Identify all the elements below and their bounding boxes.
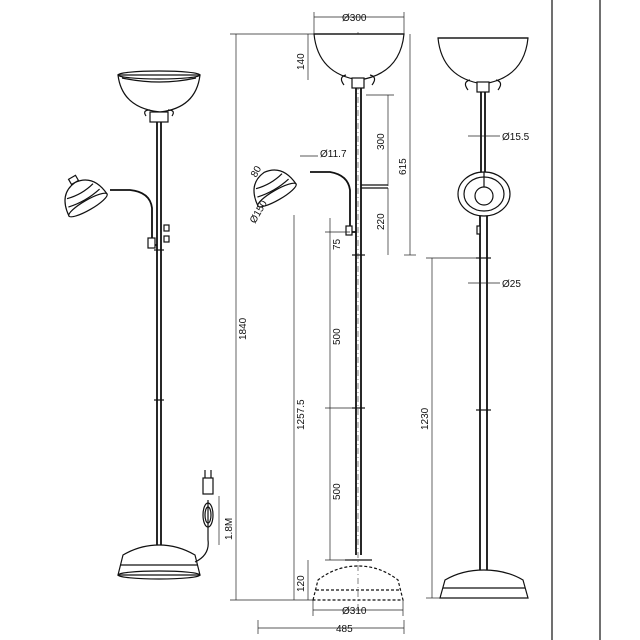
dim-total-width: 485 bbox=[336, 624, 353, 635]
reading-arm bbox=[110, 189, 157, 246]
lamp-base bbox=[117, 544, 201, 576]
uplighter-bowl bbox=[117, 74, 201, 113]
reading-shade bbox=[64, 174, 108, 218]
uplighter-bowl-rim bbox=[117, 70, 201, 80]
dim-side-stem-upper: Ø15.5 bbox=[502, 132, 530, 143]
power-plug bbox=[202, 477, 214, 495]
dim-middle-segment: 500 bbox=[332, 328, 343, 345]
dim-overall-upper: 615 bbox=[398, 158, 409, 175]
dim-top-bowl-height: 140 bbox=[296, 53, 307, 70]
uplighter-bowl bbox=[437, 37, 529, 85]
lamp-base bbox=[312, 565, 404, 601]
dim-reading-height: 1257.5 bbox=[296, 399, 307, 430]
dim-arm-offset: 75 bbox=[332, 238, 343, 250]
dim-upper-segment: 300 bbox=[376, 133, 387, 150]
dim-arm-segment: 220 bbox=[376, 213, 387, 230]
bowl-holder bbox=[144, 109, 174, 117]
uplighter-bowl bbox=[313, 33, 405, 81]
lamp-base bbox=[439, 569, 529, 599]
dim-stem-small: Ø11.7 bbox=[320, 149, 347, 160]
dim-side-height: 1230 bbox=[420, 407, 431, 430]
dim-shade-depth: 80 bbox=[249, 164, 264, 180]
bowl-inner-line bbox=[121, 77, 197, 83]
reading-arm bbox=[310, 171, 356, 233]
power-cable bbox=[194, 500, 209, 563]
dim-total-height: 1840 bbox=[238, 317, 249, 340]
dim-lower-segment: 500 bbox=[332, 483, 343, 500]
dim-base-height: 120 bbox=[296, 575, 307, 592]
reading-shade bbox=[253, 169, 297, 208]
dim-side-stem-lower: Ø25 bbox=[502, 279, 521, 290]
dim-cable-length: 1.8M bbox=[224, 518, 235, 540]
lamp-front-view: Ø300 140 Ø11.7 80 Ø150 300 615 220 75 50… bbox=[230, 12, 416, 635]
lamp-side-view: Ø15.5 Ø25 1230 bbox=[420, 37, 530, 599]
dim-top-diameter: Ø300 bbox=[342, 13, 367, 24]
bowl-holder-block bbox=[149, 111, 169, 123]
dim-base-diameter: Ø310 bbox=[342, 606, 367, 617]
lamp-left-view: 1.8M bbox=[64, 70, 235, 580]
